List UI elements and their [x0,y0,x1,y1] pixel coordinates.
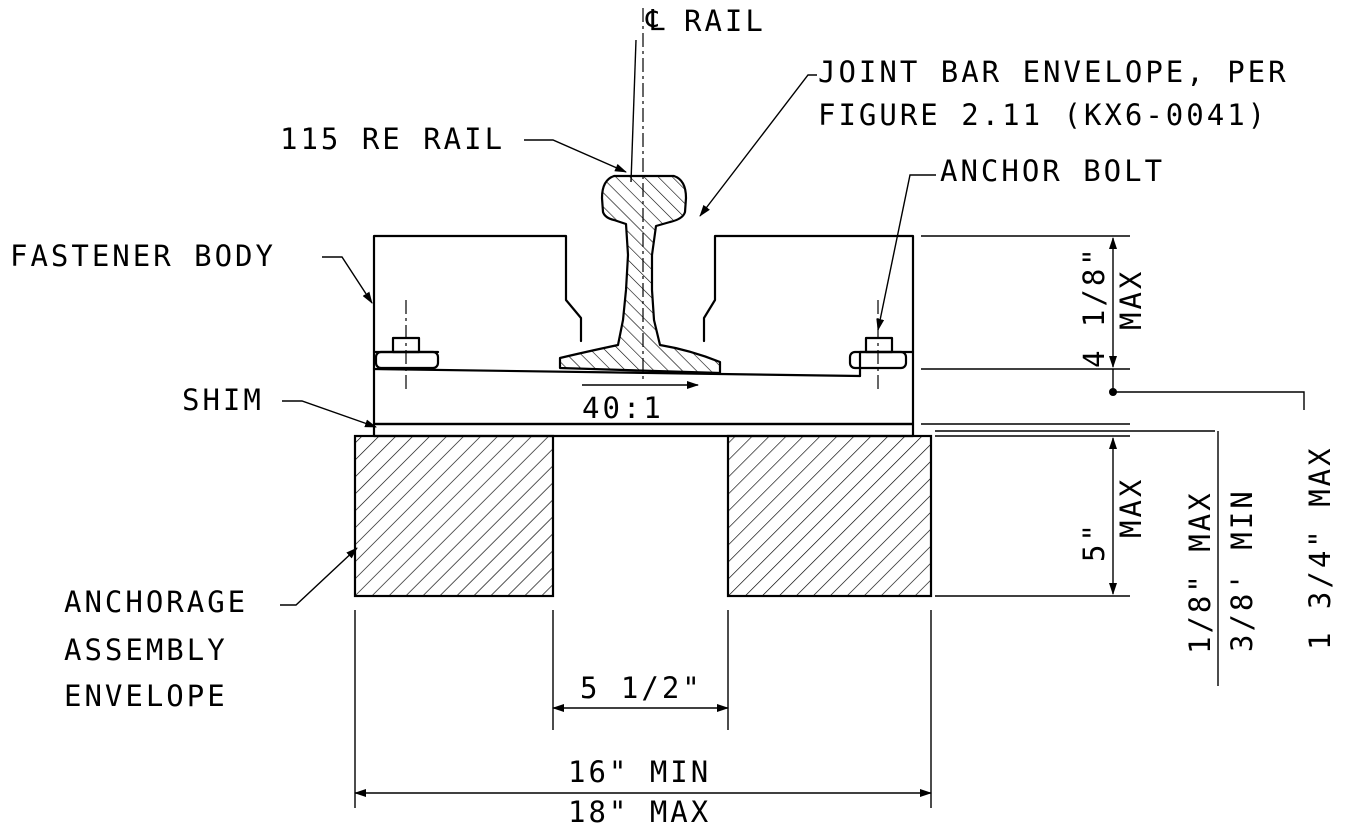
callouts: JOINT BAR ENVELOPE, PER FIGURE 2.11 (KX6… [10,55,1289,713]
anchorage-block-left [353,434,555,598]
rail-centerline: ℄ RAIL [630,3,766,380]
anchorage-label-line1: ANCHORAGE [64,585,248,619]
shim [372,422,915,438]
anchor-height-qualifier: MAX [1114,477,1148,538]
body-height-qualifier: MAX [1114,269,1148,330]
width-min-label: 16" MIN [568,755,711,789]
centerline-symbol: ℄ [645,3,668,37]
joint-bar-label-line2: FIGURE 2.11 (KX6-0041) [818,98,1268,132]
fastener-body-label: FASTENER BODY [10,239,276,273]
rail-section [558,174,722,375]
anchor-bolt-right [848,300,908,392]
anchorage-block-right [726,434,933,598]
anchor-bolt-left [374,300,440,392]
gap-width-label: 5 1/2" [580,671,703,705]
horizontal-dimensions: 5 1/2" 16" MIN 18" MAX [354,610,932,829]
shim-min-label: 3/8' MIN [1225,488,1259,652]
anchorage-label-line2: ASSEMBLY [64,633,228,667]
cant-label: 40:1 [582,391,664,425]
anchorage-label-line3: ENVELOPE [64,679,228,713]
cl-rail-label: RAIL [684,4,766,38]
width-max-label: 18" MAX [568,795,711,829]
anchor-bolt-label: ANCHOR BOLT [940,154,1165,188]
shim-max-label: 1/8" MAX [1183,490,1217,654]
joint-bar-label-line1: JOINT BAR ENVELOPE, PER [818,55,1289,89]
body-height-label: 4 1/8" [1077,245,1111,368]
anchor-height-label: 5" [1077,521,1111,562]
total-shim-label: 1 3/4" MAX [1303,445,1337,650]
vertical-dimensions: 4 1/8" MAX 5" MAX 1/8" MAX 3/8' MIN 1 3/… [921,235,1337,686]
shim-label: SHIM [182,383,264,417]
rail-type-label: 115 RE RAIL [280,122,505,156]
